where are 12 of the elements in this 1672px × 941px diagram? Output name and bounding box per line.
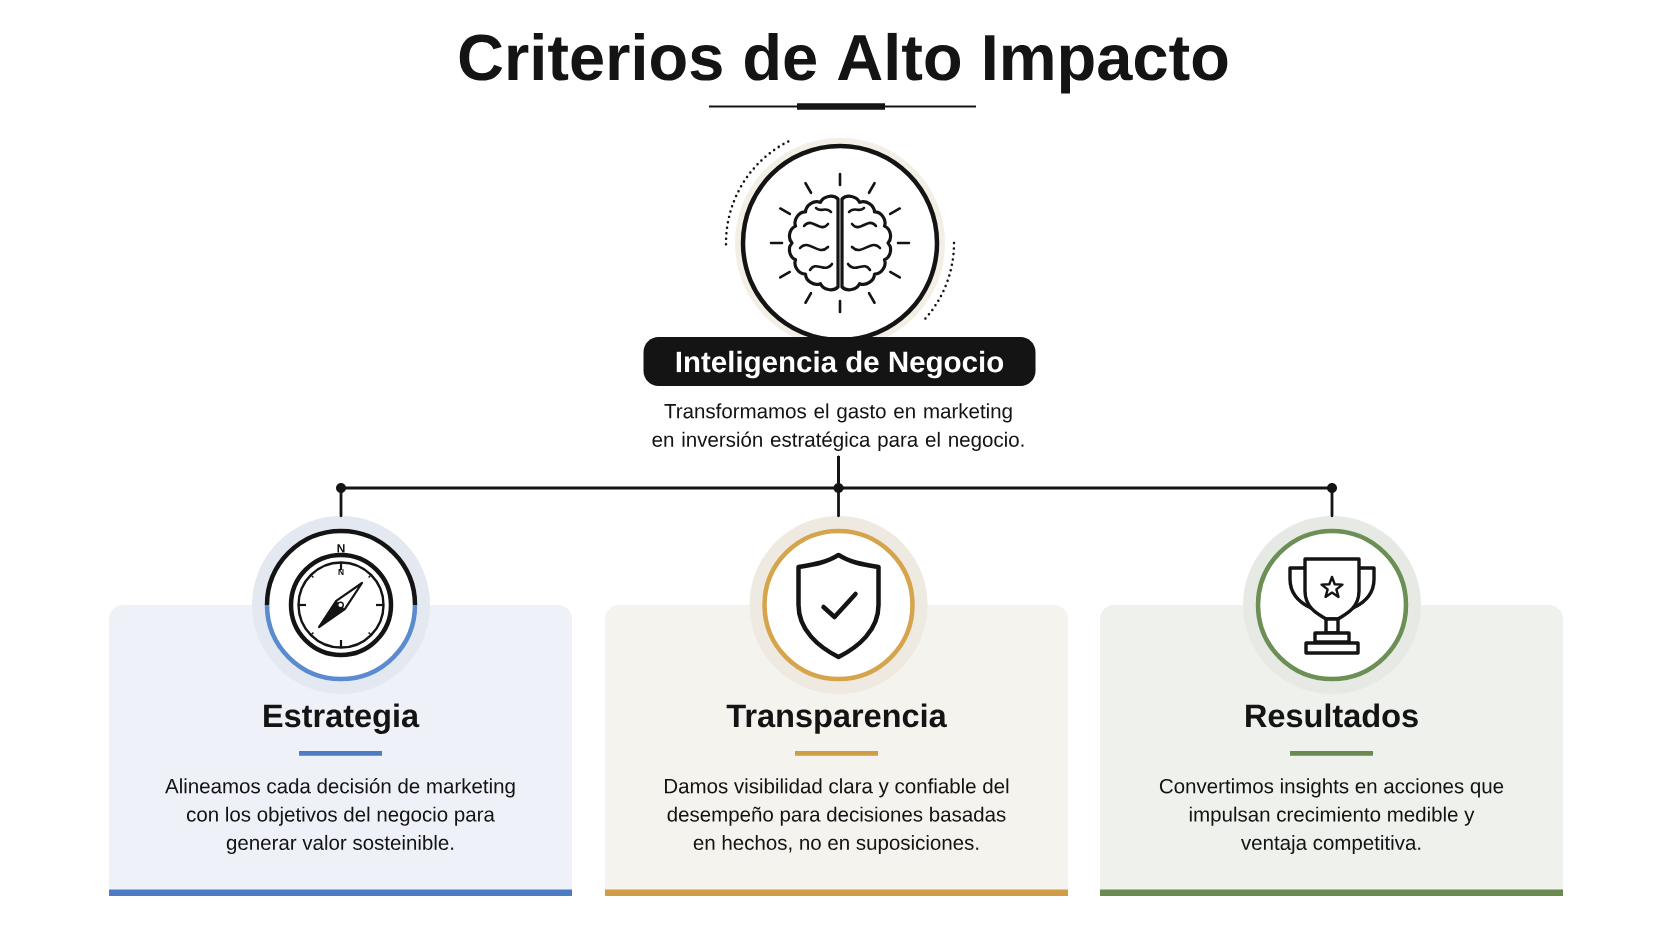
card-heading: Transparencia xyxy=(726,703,947,734)
card-heading: Resultados xyxy=(1246,703,1418,728)
heading-pill: Inteligencia de Negocio xyxy=(643,337,1036,386)
card-description: Damos visibilidad clara y confiable del desempeño para decisiones basadas en hechos, no en suposiciones. xyxy=(665,778,1009,855)
connector-line xyxy=(837,455,1334,518)
card-description: Convertimos insights en acciones que impulsan crecimiento medible y ventaja competitiva. xyxy=(1159,778,1504,855)
card-heading: Estrategia xyxy=(264,703,420,734)
description: Transformamos el gasto en marketing en inversión estratégica para el negocio. xyxy=(652,403,1024,451)
compass-letter: N xyxy=(338,569,344,575)
card-description: Alineamos cada decisión de marketing con los objetivos del negocio para generar valor sosteinible. xyxy=(165,778,515,855)
title: Criterios de Alto Impacto xyxy=(459,32,1228,94)
compass-letter: N xyxy=(337,544,345,553)
